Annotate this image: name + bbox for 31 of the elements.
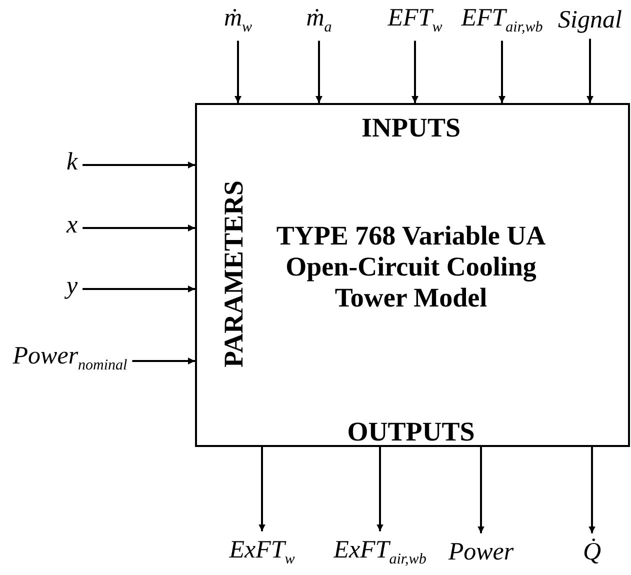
section-heading: OUTPUTS <box>347 416 475 448</box>
variable-label: EFT$_{w}$ <box>388 4 442 36</box>
arrow <box>588 447 596 534</box>
variable-label: ṁ$_{a}$ <box>306 4 332 36</box>
arrow <box>132 358 195 364</box>
section-heading: INPUTS <box>361 112 461 144</box>
variable-label: EFT$_{air,wb}$ <box>461 4 543 36</box>
variable-label: ṁ$_{w}$ <box>224 4 252 36</box>
model-block <box>195 103 630 447</box>
arrow <box>316 40 322 103</box>
section-heading: PARAMETERS <box>218 180 250 368</box>
variable-label: Power$_{nominal}$ <box>12 342 128 374</box>
variable-label: y <box>66 272 78 300</box>
variable-label: ExFT$_{air,wb}$ <box>334 536 426 568</box>
arrow <box>478 447 484 534</box>
model-title: TYPE 768 Variable UA Open-Circuit Cooling Tower Model <box>275 220 547 314</box>
arrow <box>82 162 195 168</box>
arrow <box>82 224 195 232</box>
variable-label: k <box>66 148 78 176</box>
variable-label: x <box>66 211 78 239</box>
variable-label: ExFT$_{w}$ <box>229 536 295 568</box>
arrow <box>376 447 384 532</box>
arrow <box>82 286 195 292</box>
arrow <box>234 40 242 103</box>
arrow <box>586 38 594 103</box>
variable-label: Power <box>448 538 514 566</box>
arrow <box>258 447 266 532</box>
arrow <box>412 40 418 103</box>
variable-label: Q̇ <box>582 538 602 566</box>
variable-label: Signal <box>558 6 622 34</box>
arrow <box>498 40 506 103</box>
